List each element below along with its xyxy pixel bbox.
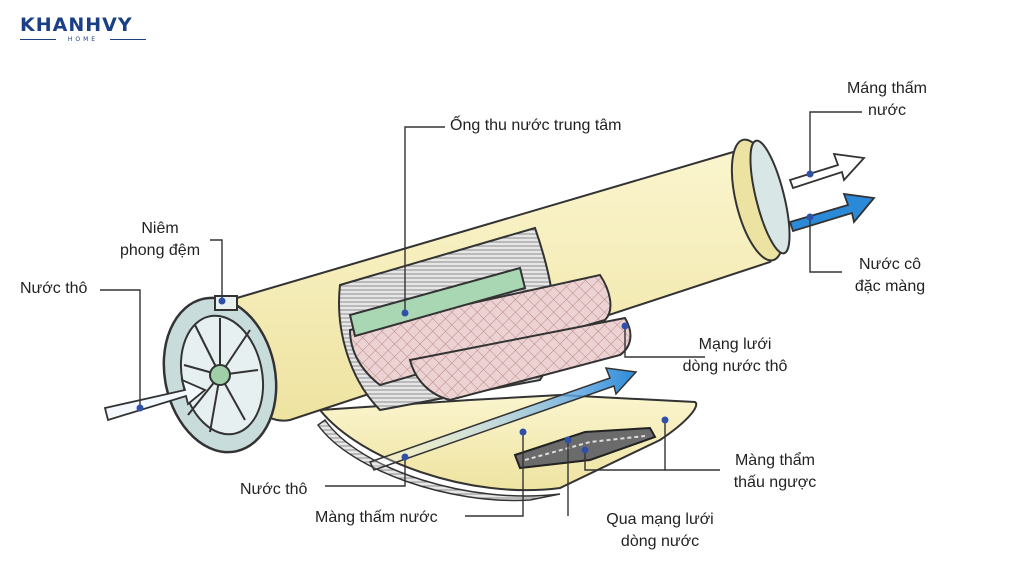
right-end-ring-inner — [749, 139, 791, 255]
concentrate-outlet-arrow — [788, 192, 876, 233]
label-seal-line1: Niêm — [141, 220, 179, 237]
label-raw-water-left: Nước thô — [20, 280, 88, 297]
brand-logo: KHANHVY — [20, 14, 133, 36]
label-permeate-line1: Máng thấm — [846, 80, 928, 97]
seal-gasket — [214, 295, 238, 311]
label-concentrate: Nước cô đặc màng — [835, 254, 945, 298]
marker-dots — [136, 170, 814, 461]
unrolled-membrane-leaf — [318, 393, 698, 492]
raw-water-inlet-arrow — [103, 378, 207, 422]
label-feed-spacer-line1: Mạng lưới — [698, 336, 772, 353]
label-feed-spacer: Mạng lưới dòng nước thô — [660, 334, 810, 378]
label-permeate-channel: Máng thấm nước — [822, 78, 952, 122]
membrane-layer-2 — [408, 316, 632, 402]
label-seal-line2: phong đệm — [119, 242, 201, 259]
label-raw-water-bottom: Nước thô — [240, 481, 308, 498]
label-ro-membrane-line1: Màng thẩm — [734, 452, 816, 469]
leader-lines — [100, 111, 862, 517]
label-central-tube: Ống thu nước trung tâm — [450, 117, 622, 134]
label-concentrate-line2: đặc màng — [854, 278, 926, 295]
label-flow-spacer-line2: dòng nước — [620, 533, 700, 550]
permeate-outlet-arrow — [788, 152, 866, 190]
central-tube — [348, 266, 527, 338]
label-permeate-membrane: Màng thấm nước — [315, 509, 438, 526]
feed-flow-arrow — [368, 367, 638, 471]
end-cap-hub — [209, 364, 231, 386]
label-permeate-line2: nước — [867, 102, 907, 119]
label-flow-spacer-line1: Qua mạng lưới — [606, 511, 714, 528]
label-feed-spacer-line2: dòng nước thô — [682, 358, 788, 375]
label-concentrate-line1: Nước cô — [858, 256, 922, 273]
label-ro-membrane-line2: thấu ngược — [733, 474, 817, 491]
logo-rule-left — [20, 39, 56, 40]
logo-rule-right — [110, 39, 146, 40]
label-flow-spacer: Qua mạng lưới dòng nước — [590, 509, 730, 553]
label-ro-membrane: Màng thẩm thấu ngược — [710, 450, 840, 494]
label-seal: Niêm phong đệm — [110, 218, 210, 262]
spacer-window-mesh — [524, 435, 646, 461]
brand-logo-sub: HOME — [67, 36, 99, 43]
